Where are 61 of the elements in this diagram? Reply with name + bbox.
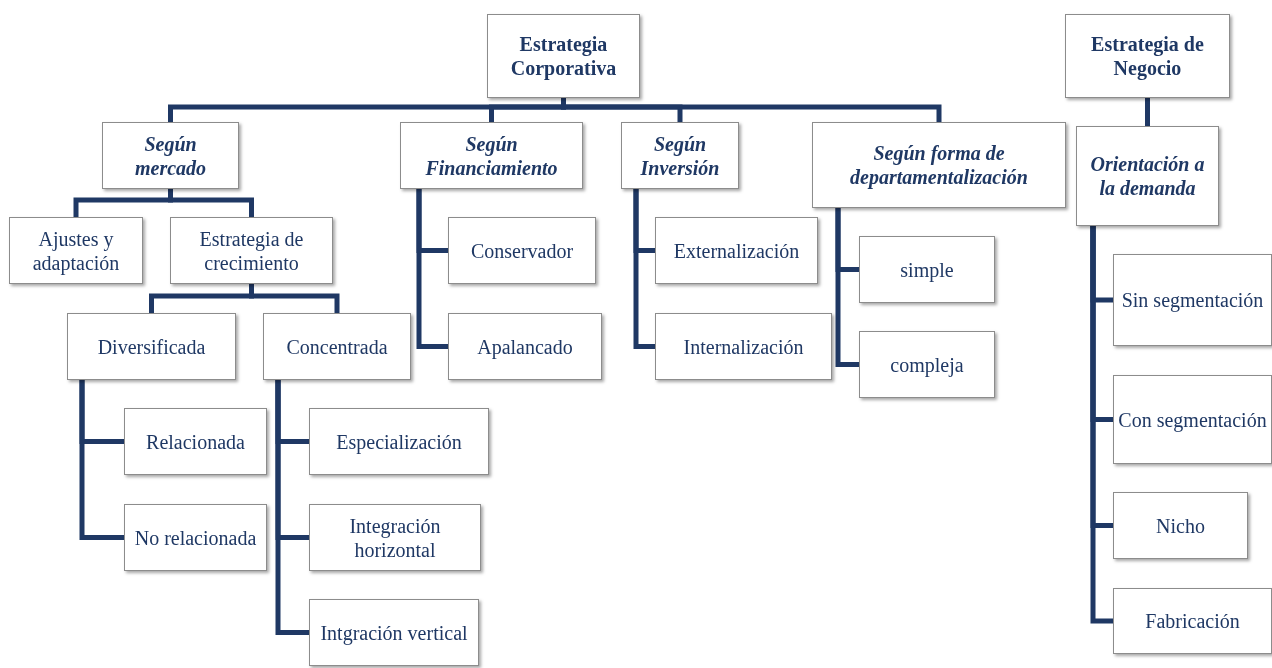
- item-box: [859, 236, 995, 303]
- node-label: Integración horizontal: [348, 513, 442, 562]
- item-box: [67, 313, 236, 380]
- item-box: [124, 408, 267, 475]
- node-label: Estrategia Corporativa: [509, 32, 618, 80]
- item-box: [309, 599, 479, 666]
- node-label: Apalancado: [477, 334, 573, 359]
- node-label: compleja: [890, 352, 964, 377]
- category-box: [400, 122, 583, 189]
- item-box: [170, 217, 333, 284]
- node-label: Estrategia de crecimiento: [198, 226, 305, 275]
- node-label: Especialización: [336, 429, 462, 454]
- node-label: Diversificada: [97, 334, 206, 359]
- item-box: [263, 313, 411, 380]
- connector-line: [249, 284, 340, 313]
- node-label: Según forma de departamentalización: [849, 141, 1029, 189]
- item-box: [1113, 254, 1272, 346]
- node-label: Nicho: [1156, 513, 1205, 538]
- connector-line: [275, 380, 309, 635]
- item-box: [448, 217, 596, 284]
- category-box: [621, 122, 739, 189]
- node-label: Orientación a la demanda: [1089, 152, 1206, 200]
- item-box: [309, 504, 481, 571]
- connector-line: [835, 208, 859, 367]
- connector-line: [79, 380, 124, 540]
- item-box: [1113, 492, 1248, 559]
- category-box: [1076, 126, 1219, 226]
- node-label: Ajustes y adaptación: [31, 226, 121, 275]
- node-label: Con segmentación: [1118, 407, 1267, 432]
- connector-line: [633, 189, 655, 349]
- node-label: Según Inversión: [639, 131, 721, 180]
- heading-box: [487, 14, 640, 98]
- category-box: [812, 122, 1066, 208]
- node-label: simple: [900, 257, 954, 282]
- connector-line: [1145, 98, 1150, 126]
- item-box: [655, 313, 832, 380]
- connector-line: [416, 189, 448, 349]
- item-box: [1113, 588, 1272, 654]
- item-box: [309, 408, 489, 475]
- node-label: Estrategia de Negocio: [1090, 32, 1205, 80]
- item-box: [124, 504, 267, 571]
- node-label: Según Financiamiento: [424, 131, 559, 180]
- node-label: Sin segmentación: [1121, 288, 1264, 312]
- node-label: Externalización: [673, 238, 800, 263]
- node-label: Concentrada: [286, 334, 388, 359]
- category-box: [102, 122, 239, 189]
- connector-line: [561, 98, 942, 122]
- connector-line: [1090, 226, 1113, 624]
- node-label: Según mercado: [133, 131, 208, 180]
- node-label: Internalización: [683, 334, 804, 359]
- node-label: Conservador: [470, 238, 574, 263]
- node-label: Relacionada: [146, 429, 245, 454]
- node-label: Fabricación: [1145, 609, 1240, 633]
- item-box: [859, 331, 995, 398]
- node-label: Intgración vertical: [320, 620, 468, 645]
- item-box: [1113, 375, 1272, 464]
- item-box: [655, 217, 818, 284]
- node-label: No relacionada: [134, 525, 257, 550]
- heading-box: [1065, 14, 1230, 98]
- item-box: [9, 217, 143, 284]
- item-box: [448, 313, 602, 380]
